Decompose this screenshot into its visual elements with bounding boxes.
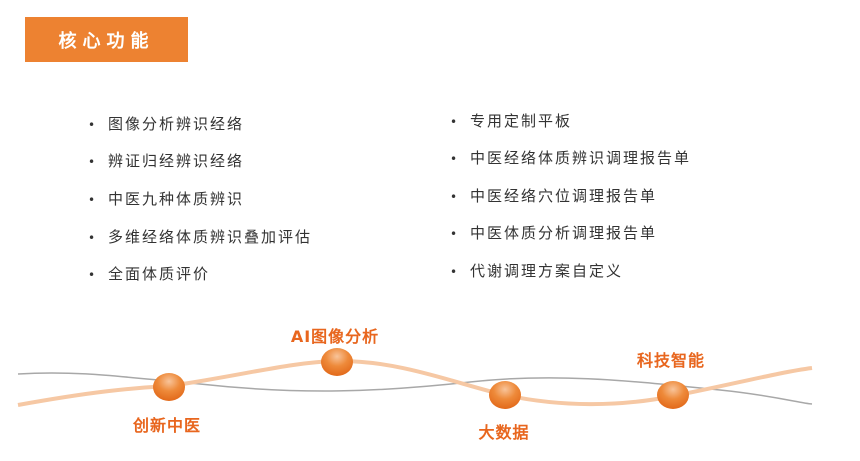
list-item: • 辨证归经辨识经络: [88, 151, 244, 171]
section-title: 核心功能: [25, 17, 188, 62]
feature-text: 多维经络体质辨识叠加评估: [108, 228, 313, 246]
list-item: • 多维经络体质辨识叠加评估: [88, 227, 312, 247]
timeline-label: 科技智能: [636, 351, 706, 370]
bullet: •: [450, 152, 460, 166]
timeline-label: AI图像分析: [290, 327, 380, 346]
bullet: •: [450, 115, 460, 129]
bullet: •: [88, 118, 98, 132]
bullet: •: [450, 190, 460, 204]
bullet: •: [88, 193, 98, 207]
feature-text: 中医九种体质辨识: [108, 190, 245, 208]
feature-text: 图像分析辨识经络: [108, 115, 245, 133]
bullet: •: [88, 268, 98, 282]
list-item: • 中医体质分析调理报告单: [450, 223, 657, 243]
feature-text: 专用定制平板: [470, 112, 573, 130]
list-item: • 中医九种体质辨识: [88, 189, 244, 209]
bullet: •: [88, 231, 98, 245]
timeline-label: 大数据: [478, 423, 530, 442]
list-item: • 中医经络穴位调理报告单: [450, 186, 657, 206]
feature-text: 代谢调理方案自定义: [470, 262, 624, 280]
timeline-label: 创新中医: [132, 416, 202, 435]
feature-text: 中医经络穴位调理报告单: [470, 187, 658, 205]
list-item: • 中医经络体质辨识调理报告单: [450, 148, 691, 168]
list-item: • 专用定制平板: [450, 111, 572, 131]
bullet: •: [450, 265, 460, 279]
timeline-node: [153, 373, 185, 401]
bullet: •: [88, 155, 98, 169]
gray-wave: [17, 372, 813, 405]
feature-text: 全面体质评价: [108, 265, 211, 283]
list-item: • 代谢调理方案自定义: [450, 261, 623, 281]
timeline-node: [321, 348, 353, 376]
feature-text: 辨证归经辨识经络: [108, 152, 245, 170]
feature-text: 中医体质分析调理报告单: [470, 224, 658, 242]
list-item: • 全面体质评价: [88, 264, 210, 284]
timeline-node: [657, 381, 689, 409]
bullet: •: [450, 227, 460, 241]
list-item: • 图像分析辨识经络: [88, 114, 244, 134]
feature-text: 中医经络体质辨识调理报告单: [470, 149, 692, 167]
timeline-node: [489, 381, 521, 409]
